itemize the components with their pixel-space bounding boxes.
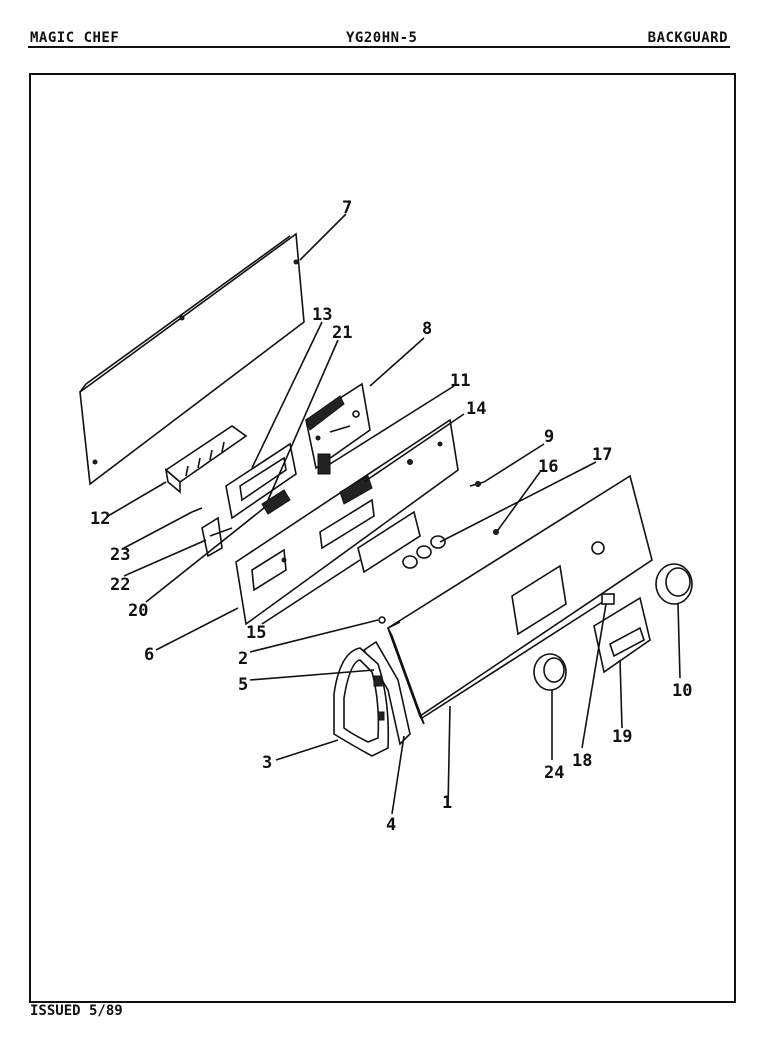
leader-19 <box>619 659 623 729</box>
callout-3: 3 <box>262 753 272 773</box>
callout-18: 18 <box>572 751 592 771</box>
callout-17: 17 <box>592 445 612 465</box>
callout-4: 4 <box>386 815 396 835</box>
callout-23: 23 <box>110 545 130 565</box>
part-21-connector <box>261 489 291 515</box>
callout-2: 2 <box>238 649 248 669</box>
callout-20: 20 <box>128 601 148 621</box>
callout-12: 12 <box>90 509 110 529</box>
callout-11: 11 <box>450 371 470 391</box>
part-8-control-module <box>305 382 371 470</box>
part-7-rear-panel <box>79 232 305 486</box>
leader-3 <box>275 739 339 761</box>
part-17-console-top <box>387 621 401 629</box>
leader-23 <box>123 511 193 549</box>
leader-lines <box>107 213 681 815</box>
issued-date: ISSUED 5/89 <box>30 1003 123 1019</box>
leader-22 <box>123 539 207 577</box>
callout-21: 21 <box>332 323 352 343</box>
leader-4 <box>391 735 405 815</box>
header-section-title: BACKGUARD <box>647 30 728 46</box>
leader-17 <box>439 461 597 543</box>
leader-18 <box>581 603 607 749</box>
callout-1: 1 <box>442 793 452 813</box>
callout-24: 24 <box>544 763 564 783</box>
part-3-end-cap <box>333 647 390 757</box>
leader-10 <box>677 603 681 679</box>
part-24-knob <box>533 653 567 691</box>
part-9-screw <box>469 481 485 487</box>
leader-11 <box>329 385 455 465</box>
header-brand: MAGIC CHEF <box>30 30 120 46</box>
part-11-component <box>317 453 331 475</box>
callout-19: 19 <box>612 727 632 747</box>
callout-22: 22 <box>110 575 130 595</box>
part-15-display-lens <box>357 510 446 574</box>
leader-2 <box>249 619 379 653</box>
leader-21 <box>267 339 339 501</box>
callout-15: 15 <box>246 623 266 643</box>
part-13-bracket <box>225 442 297 520</box>
leader-5 <box>249 669 375 681</box>
callout-5: 5 <box>238 675 248 695</box>
leader-15 <box>261 559 361 625</box>
part-19-bezel <box>593 596 651 674</box>
callout-14: 14 <box>466 399 486 419</box>
callout-9: 9 <box>544 427 554 447</box>
callout-8: 8 <box>422 319 432 339</box>
part-12-switch-block <box>164 425 248 494</box>
callout-labels: 7 13 21 8 11 14 9 16 17 12 23 22 20 15 6… <box>90 198 692 835</box>
leader-8 <box>369 337 425 387</box>
part-22-bracket <box>201 516 233 558</box>
part-18-indicator <box>601 593 615 605</box>
part-23-screw <box>191 507 203 513</box>
header-model-number: YG20HN-5 <box>346 30 418 46</box>
part-10-knob <box>655 563 693 605</box>
callout-16: 16 <box>538 457 558 477</box>
leader-13 <box>251 321 323 469</box>
part-14-switch <box>339 475 373 505</box>
part-1-console <box>387 474 653 725</box>
leader-1 <box>447 705 451 809</box>
leader-14 <box>363 413 465 483</box>
part-6-control-panel <box>235 418 459 626</box>
callout-10: 10 <box>672 681 692 701</box>
callout-7: 7 <box>342 198 352 218</box>
leader-9 <box>483 443 545 483</box>
header-rule <box>28 46 730 48</box>
callout-13: 13 <box>312 305 332 325</box>
diagram-frame <box>29 73 736 1003</box>
leader-20 <box>145 507 265 603</box>
part-2-screw <box>378 616 386 624</box>
callout-6: 6 <box>144 645 154 665</box>
leader-12 <box>107 481 167 517</box>
leader-7 <box>299 213 347 261</box>
leader-6 <box>155 607 239 651</box>
part-16-screw <box>493 529 499 535</box>
